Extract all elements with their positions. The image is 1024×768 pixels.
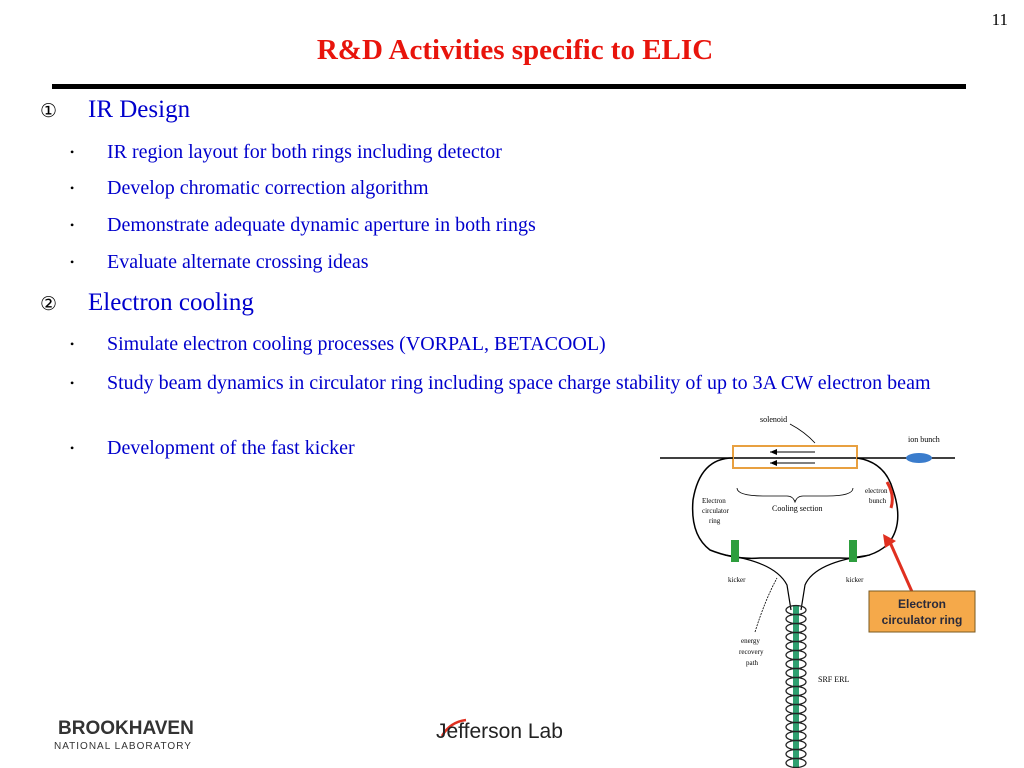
electron-circulator-label: Electron <box>702 497 726 505</box>
ion-bunch <box>906 453 932 463</box>
bullet-item: •Develop chromatic correction algorithm <box>70 177 429 199</box>
svg-text:path: path <box>746 659 759 667</box>
section-electron-cooling: ② Electron cooling <box>40 289 254 317</box>
svg-text:NATIONAL LABORATORY: NATIONAL LABORATORY <box>54 741 192 752</box>
section-marker: ① <box>40 101 58 122</box>
svg-text:recovery: recovery <box>739 648 764 656</box>
title-divider <box>52 84 966 89</box>
slide-title: R&D Activities specific to ELIC <box>316 34 714 66</box>
ion-bunch-label: ion bunch <box>908 435 940 444</box>
bullet-item: •Study beam dynamics in circulator ring … <box>70 372 931 394</box>
circulator-ring-path <box>691 457 899 560</box>
kicker-right <box>849 540 857 562</box>
brookhaven-logo: BROOKHAVEN NATIONAL LABORATORY <box>54 718 194 752</box>
bullet-item: •Demonstrate adequate dynamic aperture i… <box>70 214 536 236</box>
svg-text:Jefferson Lab: Jefferson Lab <box>436 720 563 743</box>
section-heading: Electron cooling <box>88 289 254 316</box>
bullet-item: •Evaluate alternate crossing ideas <box>70 251 369 273</box>
electron-bunch-marker <box>885 481 894 509</box>
solenoid-label: solenoid <box>760 415 787 424</box>
cooling-section-label: Cooling section <box>772 504 822 513</box>
kicker-left <box>731 540 739 562</box>
kicker-left-label: kicker <box>728 576 746 584</box>
svg-text:ring: ring <box>709 517 721 525</box>
circulator-ring-callout <box>868 590 976 633</box>
cooling-section-brace <box>736 487 854 504</box>
bullet-item: •Development of the fast kicker <box>70 437 355 459</box>
electron-bunch-label: electron <box>865 487 888 495</box>
bullet-item: •IR region layout for both rings includi… <box>70 141 502 163</box>
srf-erl-cavities <box>785 604 807 768</box>
jefferson-lab-logo: Jefferson Lab <box>436 718 563 743</box>
svg-text:Electron: Electron <box>898 597 946 611</box>
page-number: 11 <box>991 10 1008 29</box>
energy-recovery-label: energy <box>741 637 760 645</box>
svg-text:BROOKHAVEN: BROOKHAVEN <box>58 718 194 739</box>
kicker-right-label: kicker <box>846 576 864 584</box>
srf-erl-label: SRF ERL <box>818 675 849 684</box>
bullet-item: •Simulate electron cooling processes (VO… <box>70 333 606 355</box>
section-ir-design: ① IR Design <box>40 96 190 124</box>
jefferson-swoosh-icon <box>440 718 467 737</box>
section-marker: ② <box>40 294 58 315</box>
solenoid-box <box>732 445 858 469</box>
section-heading: IR Design <box>88 96 191 123</box>
svg-text:bunch: bunch <box>869 497 887 505</box>
svg-text:circulator: circulator <box>702 507 729 515</box>
callout-arrow <box>887 539 915 595</box>
svg-text:circulator ring: circulator ring <box>882 613 963 627</box>
circulator-ring-diagram: solenoid ion bunch Cooling section elect… <box>660 415 976 768</box>
